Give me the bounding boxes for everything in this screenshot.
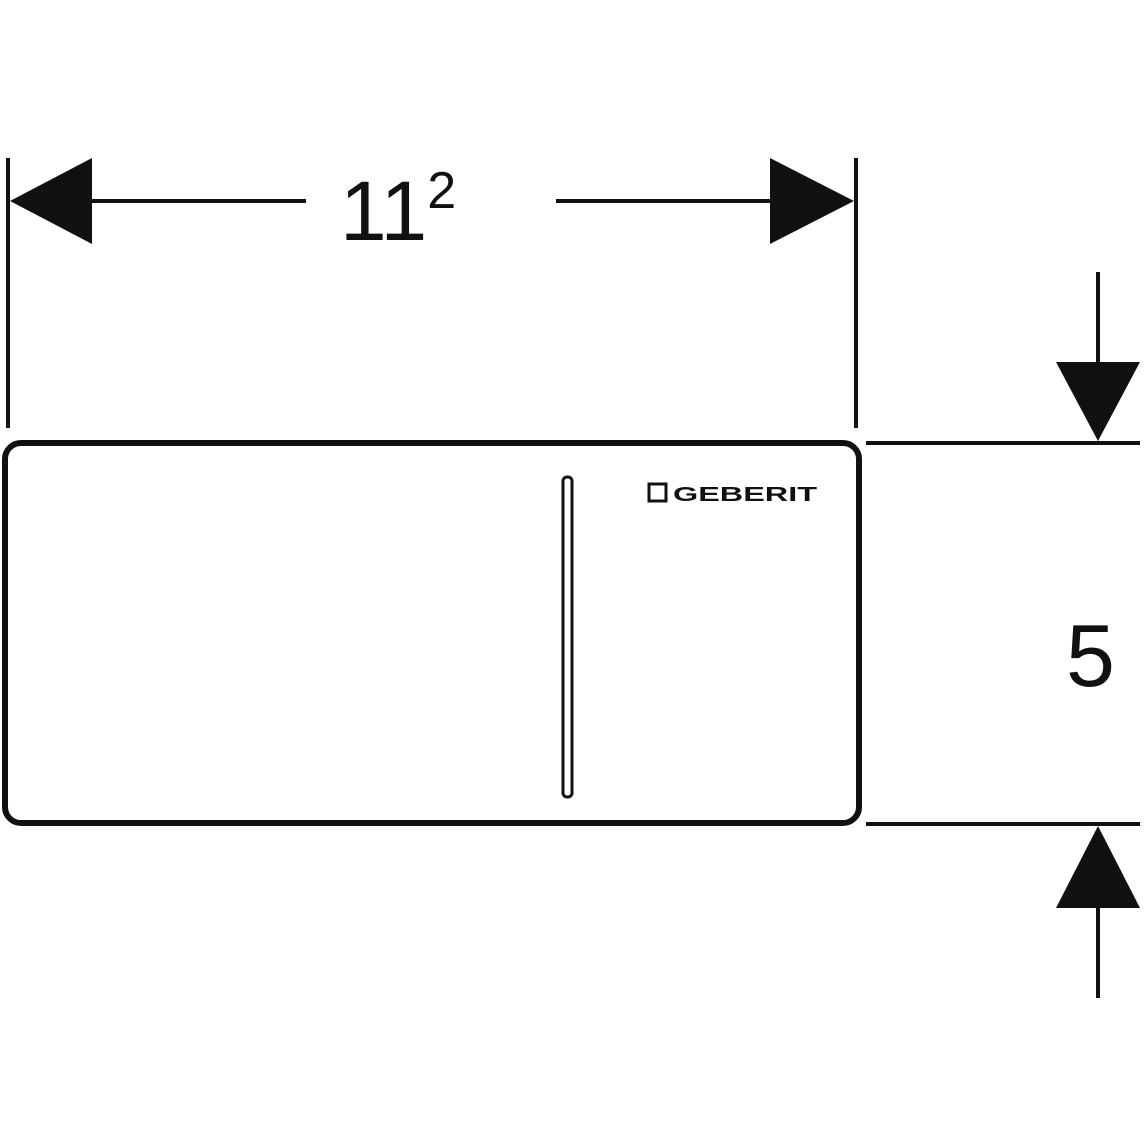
width-dimension-superscript: 2 xyxy=(427,162,456,220)
width-arrowhead-left xyxy=(10,158,92,244)
height-arrowhead-top xyxy=(1056,362,1140,441)
brand-logo-text: GEBERIT xyxy=(673,484,817,506)
flush-plate-outline xyxy=(2,440,862,826)
brand-logo: GEBERIT xyxy=(647,482,817,506)
height-arrowhead-bottom xyxy=(1056,826,1140,908)
height-dimension-label: 5 xyxy=(1066,606,1115,705)
width-arrowhead-right xyxy=(770,158,854,244)
width-dimension-label: 112 xyxy=(340,162,456,258)
brand-logo-square-icon xyxy=(647,482,668,503)
flush-plate-button-divider xyxy=(561,475,574,799)
width-dimension-value: 11 xyxy=(340,164,427,258)
